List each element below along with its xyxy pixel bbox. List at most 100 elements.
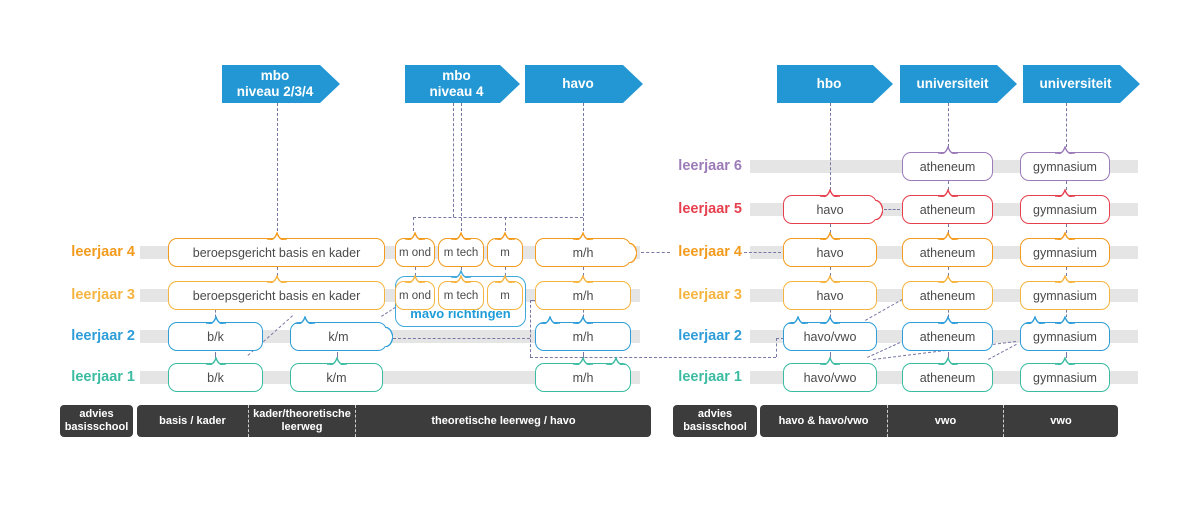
connector-line <box>415 267 416 276</box>
box-b-k-leerjaar-1: b/k <box>168 355 263 392</box>
brace-icon <box>937 314 958 325</box>
box-label: atheneum <box>919 245 976 260</box>
box-gymnasium-leerjaar-5: gymnasium <box>1020 187 1110 224</box>
connector-line <box>1066 181 1067 190</box>
box-m-tech-leerjaar-3: m tech <box>438 273 484 310</box>
brace-icon <box>450 230 472 241</box>
arrow-universiteit: universiteit <box>1023 65 1140 103</box>
box-label: gymnasium <box>1033 245 1097 260</box>
footer-advies-basisschool-right: advies basisschool <box>673 405 757 437</box>
connector-line <box>948 352 949 358</box>
connector-line <box>277 103 278 231</box>
brace-icon <box>572 273 594 284</box>
brace-icon <box>1054 273 1076 284</box>
arrow-universiteit: universiteit <box>900 65 1017 103</box>
brace-icon <box>819 314 841 325</box>
box-label: atheneum <box>919 202 976 217</box>
box-label: atheneum <box>919 159 976 174</box>
brace-icon <box>819 355 841 366</box>
connector-line <box>1066 310 1067 317</box>
brace-icon <box>787 314 809 325</box>
brace-icon <box>404 273 426 284</box>
connector-line <box>948 224 949 233</box>
box-label: m/h <box>572 245 594 260</box>
box-atheneum-leerjaar-1: atheneum <box>902 355 993 392</box>
group-label: mavo richtingen <box>410 306 511 321</box>
connector-line <box>583 352 584 358</box>
box-m-ond-leerjaar-3: m ond <box>395 273 435 310</box>
pointer-brace-icon <box>628 241 638 264</box>
box-label: beroepsgericht basis en kader <box>192 245 361 260</box>
connector-line <box>948 103 949 147</box>
footer-segment-theoretische-leerweg-havo: theoretische leerweg / havo <box>355 405 651 437</box>
connector-line <box>1066 103 1067 147</box>
brace-icon <box>205 314 226 325</box>
row-label-leerjaar-1-left: leerjaar 1 <box>71 369 135 385</box>
box-gymnasium-leerjaar-2: gymnasium <box>1020 314 1110 351</box>
footer-segment-vwo: vwo <box>1003 405 1118 437</box>
brace-icon <box>937 144 958 155</box>
connector-line <box>1066 352 1067 358</box>
brace-icon <box>819 273 841 284</box>
box-havo-leerjaar-4: havo <box>783 230 877 267</box>
box-label: gymnasium <box>1033 159 1097 174</box>
footer-segment-kader-theoretische-leerweg: kader/theoretische leerweg <box>248 405 355 437</box>
arrow-hbo: hbo <box>777 65 893 103</box>
arrow-mbo-niveau-2-3-4: mbo niveau 2/3/4 <box>222 65 340 103</box>
connector-line <box>215 310 216 317</box>
connector-line <box>830 267 831 276</box>
connector-line <box>530 300 531 357</box>
footer-segment-havo-havo-vwo: havo & havo/vwo <box>778 414 869 427</box>
box-m-leerjaar-4: m <box>487 230 523 267</box>
connector-line <box>413 217 583 218</box>
row-label-leerjaar-6-right: leerjaar 6 <box>678 158 742 174</box>
connector-line <box>530 357 776 358</box>
box-label: b/k <box>207 370 224 385</box>
brace-icon <box>1054 230 1076 241</box>
box-label: havo <box>816 288 844 303</box>
connector-line <box>413 217 414 231</box>
box-gymnasium-leerjaar-4: gymnasium <box>1020 230 1110 267</box>
box-label: m tech <box>443 246 479 259</box>
connector-line <box>948 181 949 190</box>
brace-icon <box>1054 355 1076 366</box>
row-label-leerjaar-4-left: leerjaar 4 <box>71 244 135 260</box>
connector-line <box>948 267 949 276</box>
brace-icon <box>539 314 561 325</box>
box-label: havo/vwo <box>803 329 857 344</box>
brace-icon <box>494 273 516 284</box>
brace-icon <box>326 355 347 366</box>
connector-line <box>337 352 338 358</box>
connector-line <box>830 224 831 233</box>
box-label: k/m <box>326 370 347 385</box>
box-atheneum-leerjaar-2: atheneum <box>902 314 993 351</box>
box-label: havo <box>816 202 844 217</box>
box-m-h-leerjaar-4: m/h <box>535 230 638 267</box>
box-label: m <box>500 246 510 259</box>
connector-line <box>461 267 462 276</box>
brace-icon <box>450 268 471 279</box>
box-m-tech-leerjaar-4: m tech <box>438 230 484 267</box>
connector-line <box>583 103 584 231</box>
box-k-m-leerjaar-2: k/m <box>290 314 394 351</box>
box-label: atheneum <box>919 370 976 385</box>
connector-line <box>215 352 216 358</box>
row-label-leerjaar-5-right: leerjaar 5 <box>678 201 742 217</box>
row-label-leerjaar-3-right: leerjaar 3 <box>678 287 742 303</box>
brace-icon <box>1054 144 1076 155</box>
box-label: k/m <box>328 329 349 344</box>
box-label: atheneum <box>919 288 976 303</box>
box-beroepsgericht-basis-en-kader-leerjaar-4: beroepsgericht basis en kader <box>168 230 385 267</box>
box-m-h-leerjaar-3: m/h <box>535 273 631 310</box>
connector-line <box>453 103 454 217</box>
brace-icon <box>1054 187 1076 198</box>
box-label: m/h <box>572 329 594 344</box>
brace-icon <box>1024 314 1046 325</box>
box-atheneum-leerjaar-4: atheneum <box>902 230 993 267</box>
box-label: m/h <box>572 288 594 303</box>
connector-line <box>744 252 781 253</box>
brace-icon <box>294 314 316 325</box>
box-gymnasium-leerjaar-6: gymnasium <box>1020 144 1110 181</box>
brace-icon <box>819 187 841 198</box>
